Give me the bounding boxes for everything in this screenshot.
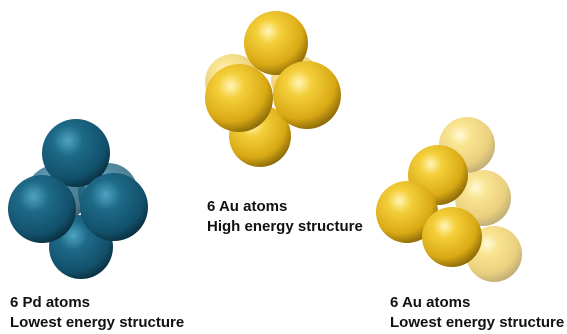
au-cluster-high: [205, 11, 341, 167]
au-high-caption: 6 Au atoms High energy structure: [207, 197, 363, 237]
pd-atom: [42, 119, 110, 187]
au-atom: [422, 207, 482, 267]
au-lowest-structure-label: Lowest energy structure: [390, 314, 565, 331]
au-atom: [205, 64, 273, 132]
au-atom: [273, 61, 341, 129]
pd-lowest-caption: 6 Pd atoms Lowest energy structure: [10, 293, 184, 333]
au-high-atom-count-label: 6 Au atoms: [207, 198, 288, 215]
au-atom: [244, 11, 308, 75]
au-cluster-lowest: [376, 117, 522, 282]
au-lowest-atom-count-label: 6 Au atoms: [390, 294, 471, 311]
au-high-structure-label: High energy structure: [207, 218, 363, 235]
au-atom: [376, 181, 438, 243]
au-atom: [455, 170, 511, 226]
pd-cluster-lowest: [8, 119, 148, 279]
au-lowest-caption: 6 Au atoms Lowest energy structure: [390, 293, 564, 333]
pd-structure-label: Lowest energy structure: [10, 314, 185, 331]
pd-atom: [80, 173, 148, 241]
pd-atom-count-label: 6 Pd atoms: [10, 294, 91, 311]
pd-atom: [8, 175, 76, 243]
